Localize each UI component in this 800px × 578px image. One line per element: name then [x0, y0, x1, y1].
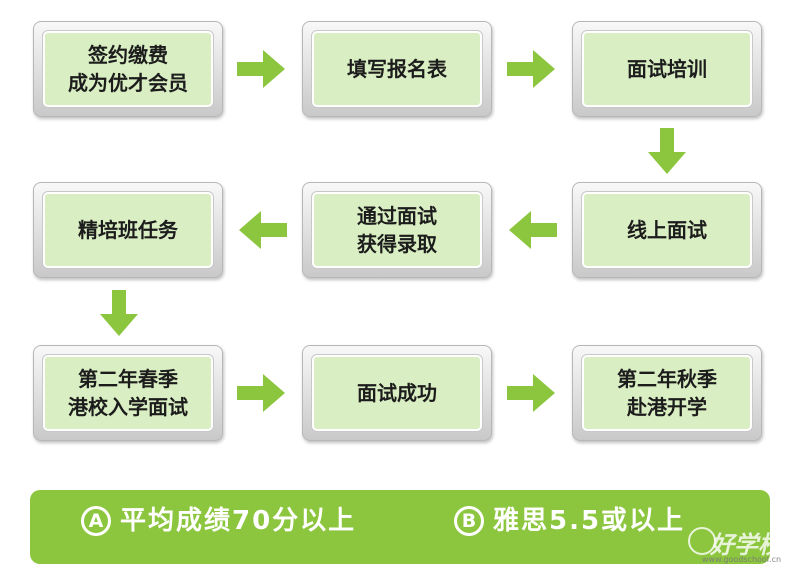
arrow-down-icon	[100, 290, 138, 336]
step-interview-success-box: 面试成功	[312, 355, 482, 431]
requirement-b-text: 雅思5.5或以上	[493, 506, 686, 536]
step-spring-entrance-interview: 第二年春季 港校入学面试	[33, 345, 223, 441]
step-interview-training: 面试培训	[572, 21, 762, 117]
step-label-line: 面试成功	[357, 381, 437, 405]
requirement-badge-b: B	[454, 506, 484, 536]
step-label-line: 签约缴费	[88, 43, 168, 67]
step-label-line: 第二年秋季	[617, 367, 717, 391]
step-pass-and-admitted-box: 通过面试 获得录取	[312, 192, 482, 268]
step-interview-success: 面试成功	[302, 345, 492, 441]
step-fill-form-box: 填写报名表	[312, 31, 482, 107]
requirements-bar: A 平均成绩70分以上 B 雅思5.5或以上	[30, 490, 770, 564]
step-online-interview-box: 线上面试	[582, 192, 752, 268]
step-sign-membership-box: 签约缴费 成为优才会员	[43, 31, 213, 107]
step-spring-entrance-interview-box: 第二年春季 港校入学面试	[43, 355, 213, 431]
step-label-line: 获得录取	[357, 232, 437, 256]
step-label-line: 港校入学面试	[68, 395, 188, 419]
step-label-line: 线上面试	[627, 218, 707, 242]
step-label-line: 通过面试	[357, 204, 437, 228]
step-autumn-enrollment-box: 第二年秋季 赴港开学	[582, 355, 752, 431]
step-pass-and-admitted: 通过面试 获得录取	[302, 182, 492, 278]
step-label-line: 填写报名表	[347, 57, 447, 81]
arrow-left-icon	[239, 211, 287, 249]
step-elite-class-task-box: 精培班任务	[43, 192, 213, 268]
step-label-line: 精培班任务	[78, 218, 178, 242]
watermark-circle-icon	[688, 527, 716, 555]
arrow-right-icon	[507, 50, 555, 88]
step-label-line: 赴港开学	[627, 395, 707, 419]
step-label-line: 第二年春季	[78, 367, 178, 391]
step-fill-form: 填写报名表	[302, 21, 492, 117]
step-elite-class-task: 精培班任务	[33, 182, 223, 278]
arrow-right-icon	[507, 374, 555, 412]
arrow-right-icon	[237, 374, 285, 412]
requirement-a-text: 平均成绩70分以上	[120, 506, 357, 536]
step-autumn-enrollment: 第二年秋季 赴港开学	[572, 345, 762, 441]
step-label-line: 面试培训	[627, 57, 707, 81]
watermark-logo: 好学校 www.goodschool.cn	[688, 525, 783, 577]
watermark-url: www.goodschool.cn	[702, 555, 782, 564]
step-interview-training-box: 面试培训	[582, 31, 752, 107]
requirement-badge-a: A	[81, 506, 111, 536]
arrow-left-icon	[509, 211, 557, 249]
step-label-line: 成为优才会员	[68, 71, 188, 95]
step-online-interview: 线上面试	[572, 182, 762, 278]
watermark-text: 好学校	[710, 531, 782, 559]
arrow-down-icon	[648, 128, 686, 174]
step-sign-membership: 签约缴费 成为优才会员	[33, 21, 223, 117]
arrow-right-icon	[237, 50, 285, 88]
